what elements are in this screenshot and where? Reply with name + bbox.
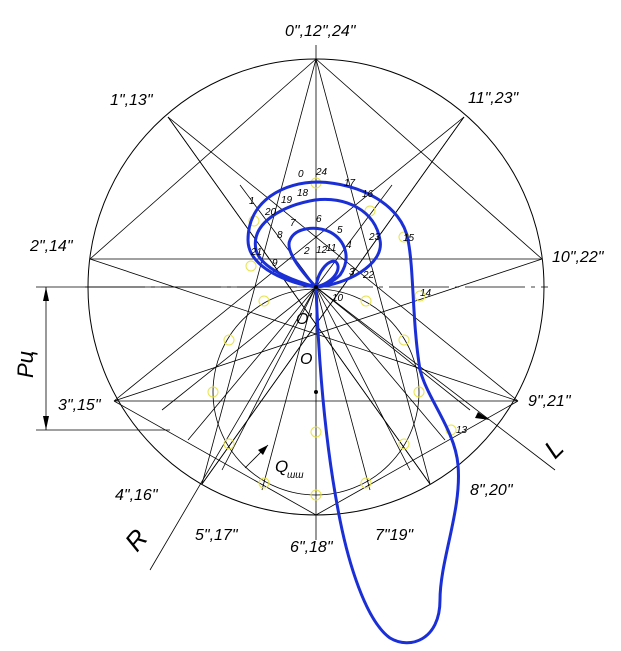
hour-label-3: 3",15" [58,397,102,414]
point-o [314,390,318,394]
point-label-7: 7 [290,218,296,229]
trajectory-curve [246,180,460,645]
point-label-11: 11 [326,243,336,254]
point-label-1: 1 [249,196,255,207]
hour-label-9: 9",21" [528,393,572,410]
point-label-0: 0 [298,169,304,180]
point-label-23: 23 [368,232,381,243]
point-label-9: 9 [272,258,278,269]
hour-label-6: 6",18" [290,539,334,556]
point-label-6: 6 [316,214,322,225]
hour-label-0: 0",12",24" [285,23,357,40]
point-label-21: 21 [250,247,262,258]
pc-arrow-bottom [43,416,49,430]
q-arrowhead [258,445,268,455]
point-label-12: 12 [316,245,328,256]
hour-label-1: 1",13" [110,92,154,109]
hour-label-10: 10",22" [552,249,605,266]
point-label-5: 5 [337,225,343,236]
point-label-17: 17 [344,178,356,189]
hour-label-2: 2",14" [29,238,74,255]
hour-label-4: 4",16" [115,487,159,504]
q-label: Q [275,457,288,476]
l-arrowhead [475,412,490,420]
point-label-16: 16 [362,189,374,200]
r-label: R [119,523,154,557]
hour-label-7: 7"19" [375,527,414,544]
inner-loop [314,259,340,289]
o1-label: O' [296,311,312,328]
point-label-24: 24 [315,167,328,178]
pc-arrow-top [43,287,49,301]
point-label-22: 22 [362,270,375,281]
hour-label-11: 11",23" [468,90,520,107]
hour-label-5: 5",17" [195,527,239,544]
point-label-8: 8 [277,230,283,241]
point-label-14: 14 [420,288,432,299]
point-o1 [314,285,318,289]
point-label-2: 2 [303,246,310,257]
pc-label: Рц [13,351,38,378]
point-label-20: 20 [264,207,277,218]
point-label-18: 18 [297,188,309,199]
point-label-4: 4 [346,240,352,251]
point-label-19: 19 [281,195,293,206]
point-label-3: 3 [349,267,355,278]
point-label-13: 13 [456,425,468,436]
point-label-10: 10 [332,293,344,304]
rays-from-o1 [149,184,556,571]
point-label-15: 15 [403,233,415,244]
q-subscript: шш [287,470,304,481]
hour-label-8: 8",20" [470,482,514,499]
o-label: O [300,351,312,368]
l-label: L [538,433,569,464]
